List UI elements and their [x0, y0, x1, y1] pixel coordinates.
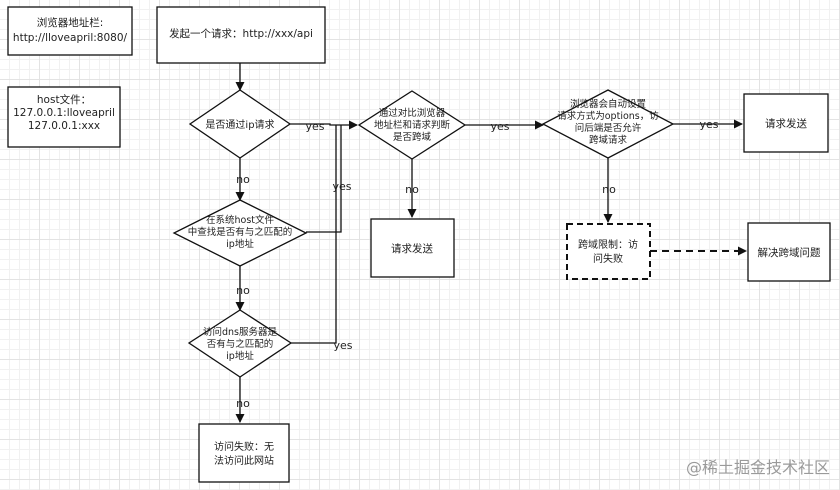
text-address-bar-line: http://lloveapril:8080/ — [13, 32, 128, 44]
label-preflight-yes: yes — [699, 118, 718, 131]
text-host-file-line: 127.0.0.1:lloveapril — [13, 107, 115, 119]
node-preflight — [541, 89, 675, 159]
text-preflight-line: 跨域请求 — [589, 134, 628, 146]
edge-host-yes — [306, 125, 342, 233]
text-host-file-line: 127.0.0.1:xxx — [28, 120, 100, 132]
node-dns-lookup — [187, 309, 293, 378]
label-host-no: no — [236, 284, 250, 297]
text-cross-check-line: 通过对比浏览器 — [379, 107, 446, 119]
text-start: 发起一个请求：http://xxx/api — [169, 27, 313, 40]
text-visit-fail-line: 法访问此网站 — [214, 454, 274, 467]
text-solve: 解决跨域问题 — [758, 246, 821, 259]
label-cross-no: no — [405, 183, 419, 196]
text-visit-fail: 访问失败：无法访问此网站 — [214, 440, 274, 467]
node-host-lookup — [172, 199, 308, 267]
text-cross-check-line: 地址栏和请求判断 — [374, 119, 451, 131]
text-cors-fail-line: 跨域限制：访 — [578, 238, 638, 251]
text-cross-check: 通过对比浏览器地址栏和请求判断是否跨域 — [374, 107, 451, 143]
text-send-1-line: 请求发送 — [391, 242, 433, 255]
text-preflight-line: 问后端是否允许 — [575, 122, 642, 134]
node-solve — [747, 222, 831, 282]
node-start — [156, 6, 326, 64]
text-address-bar: 浏览器地址栏: http://lloveapril:8080/ — [13, 16, 128, 44]
node-cross-check — [357, 90, 467, 160]
text-host-lookup-line: ip地址 — [226, 238, 254, 250]
edge-is-ip-yes — [290, 120, 358, 130]
label-dns-no: no — [236, 397, 250, 410]
text-preflight-line: 请求方式为options，访 — [557, 110, 659, 122]
edge-dns-yes — [291, 125, 337, 344]
text-send-2: 请求发送 — [765, 117, 807, 130]
text-dns-lookup-line: ip地址 — [226, 350, 254, 362]
node-is-ip — [188, 89, 292, 159]
text-cross-check-line: 是否跨域 — [393, 131, 432, 143]
node-send-2 — [743, 93, 829, 153]
watermark: @稀土掘金技术社区 — [686, 458, 830, 477]
node-host-file — [7, 86, 121, 148]
text-host-lookup-line: 在系统host文件 — [206, 214, 275, 226]
label-preflight-no: no — [602, 183, 616, 196]
label-host-yes: yes — [332, 180, 351, 193]
text-is-ip: 是否通过ip请求 — [205, 118, 274, 131]
label-is-ip-no: no — [236, 173, 250, 186]
text-visit-fail-line: 访问失败：无 — [214, 440, 274, 453]
text-cors-fail-line: 问失败 — [593, 252, 623, 265]
node-cors-fail — [566, 223, 651, 280]
text-solve-line: 解决跨域问题 — [758, 246, 821, 259]
node-address-bar — [7, 6, 133, 56]
label-dns-yes: yes — [333, 339, 352, 352]
text-host-file-line: host文件： — [37, 93, 91, 106]
text-dns-lookup-line: 访问dns服务器是 — [203, 326, 278, 338]
text-dns-lookup-line: 否有与之匹配的 — [207, 338, 274, 350]
text-send-1: 请求发送 — [391, 242, 433, 255]
text-start-line: 发起一个请求：http://xxx/api — [169, 27, 313, 40]
text-preflight-line: 浏览器会自动设置 — [570, 98, 646, 110]
label-cross-yes: yes — [490, 120, 509, 133]
label-is-ip-yes: yes — [305, 120, 324, 133]
text-address-bar-line: 浏览器地址栏: — [37, 16, 104, 29]
text-host-lookup-line: 中查找是否有与之匹配的 — [188, 226, 293, 238]
node-send-1 — [370, 218, 455, 278]
node-visit-fail — [198, 423, 290, 483]
text-preflight: 浏览器会自动设置请求方式为options，访问后端是否允许跨域请求 — [557, 98, 659, 146]
text-cors-fail: 跨域限制：访问失败 — [578, 238, 638, 265]
text-send-2-line: 请求发送 — [765, 117, 807, 130]
text-is-ip-line: 是否通过ip请求 — [205, 118, 274, 131]
